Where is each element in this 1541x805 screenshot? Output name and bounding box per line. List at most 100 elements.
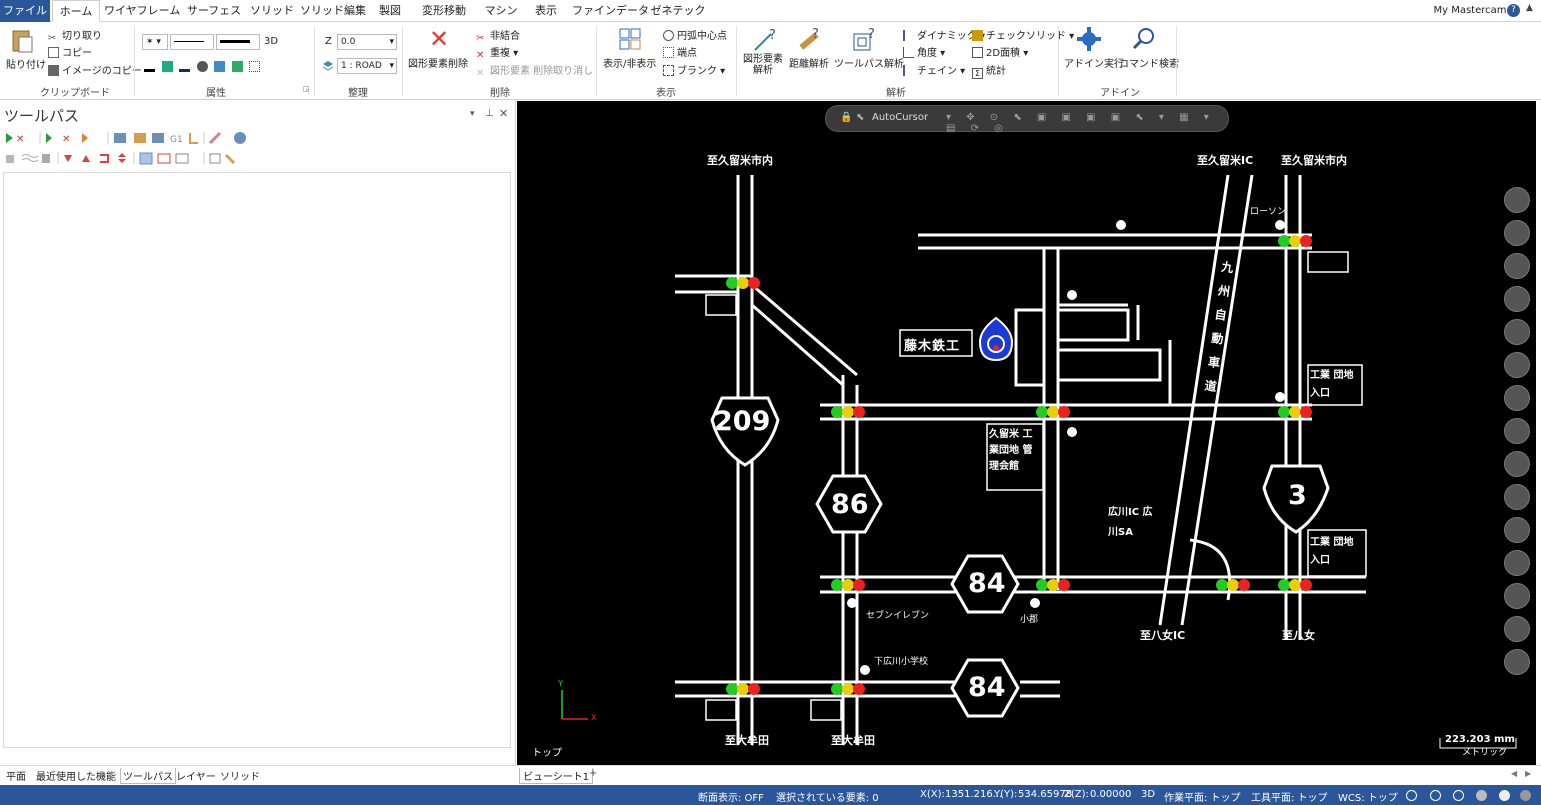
panel-menu-chevron-icon[interactable]: ▾ xyxy=(470,109,475,119)
mode-status[interactable]: 3D xyxy=(1141,789,1156,800)
solid-color-icon[interactable] xyxy=(196,61,208,72)
tab-solids[interactable]: ソリッド xyxy=(220,772,260,783)
no-entry-icon[interactable] xyxy=(1504,649,1530,675)
line-style-select[interactable] xyxy=(170,34,214,50)
user-account[interactable]: My Mastercam xyxy=(1433,5,1507,16)
graphics-viewport[interactable]: 209 86 84 84 3 至久留米市内 至久留米IC 至久留米市内 ローソン… xyxy=(517,101,1536,765)
undelete-button[interactable]: ✕図形要素 削除取り消し xyxy=(476,62,593,79)
delete-entities-button[interactable]: 図形要素削除 xyxy=(408,59,468,70)
show-hide-icon[interactable] xyxy=(619,28,641,50)
run-addin-icon[interactable] xyxy=(1076,26,1102,52)
delete-x-icon[interactable]: ✕ xyxy=(428,25,450,53)
point-color-icon[interactable] xyxy=(144,61,155,72)
work-plane-status[interactable]: 作業平面: トップ xyxy=(1164,793,1241,804)
command-search-icon[interactable] xyxy=(1131,26,1157,52)
add-viewsheet-icon[interactable]: + xyxy=(589,768,598,779)
translucency-sphere-icon[interactable] xyxy=(1520,790,1531,801)
globe-icon[interactable] xyxy=(1406,790,1417,801)
tab-toolpaths[interactable]: ツールパス xyxy=(120,768,176,784)
toolpath-tree[interactable] xyxy=(3,172,511,748)
settings-tool-icon[interactable] xyxy=(1504,616,1530,642)
z-depth-input[interactable]: 0.0▾ xyxy=(337,34,397,50)
endpoints-button[interactable]: 端点 xyxy=(663,44,697,59)
tool-plane-status[interactable]: 工具平面: トップ xyxy=(1251,793,1328,804)
stack-tool-icon[interactable] xyxy=(1504,583,1530,609)
tab-machine[interactable]: マシン xyxy=(484,4,518,17)
cut-button[interactable]: ✂切り取り xyxy=(48,27,102,44)
circle-tool-icon[interactable] xyxy=(1504,253,1530,279)
section-view-status[interactable]: 断面表示: OFF xyxy=(698,793,764,804)
hidden-sphere-icon[interactable] xyxy=(1453,790,1464,801)
tab-surface[interactable]: サーフェス xyxy=(186,4,242,17)
tab-view[interactable]: 表示 xyxy=(535,4,557,17)
distance-analysis-icon[interactable]: ? xyxy=(797,26,823,52)
zoom-in-icon[interactable] xyxy=(1504,187,1530,213)
toolpath-analysis-button[interactable]: ツールパス解析 xyxy=(834,59,904,70)
shaded-edges-sphere-icon[interactable] xyxy=(1499,790,1510,801)
tab-planes[interactable]: 平面 xyxy=(6,772,26,783)
viewsheet-1-tab[interactable]: ビューシート1 xyxy=(519,768,594,784)
tab-file[interactable]: ファイル xyxy=(0,0,50,22)
run-addin-button[interactable]: アドイン実行 xyxy=(1064,59,1124,70)
entity-analysis-button[interactable]: 図形要素解析 xyxy=(743,54,783,76)
tab-solid[interactable]: ソリッド xyxy=(250,4,294,17)
fit-icon[interactable] xyxy=(1504,220,1530,246)
plane-tool-icon[interactable] xyxy=(1504,550,1530,576)
grid-icon[interactable] xyxy=(249,61,260,72)
line-width-select[interactable] xyxy=(216,34,260,50)
lock-icon[interactable]: 🔒 xyxy=(840,112,853,123)
attributes-dialog-launcher-icon[interactable]: ◲ xyxy=(303,85,310,93)
bar-tool-icon[interactable] xyxy=(1504,517,1530,543)
copy-image-button[interactable]: イメージのコピー xyxy=(48,62,142,77)
fill-color-icon[interactable] xyxy=(161,61,173,72)
distance-analysis-button[interactable]: 距離解析 xyxy=(789,59,829,70)
scroll-left-icon[interactable]: ◀ xyxy=(1511,769,1518,778)
solid-tool-icon[interactable] xyxy=(1504,418,1530,444)
move-tool-icon[interactable] xyxy=(1504,385,1530,411)
unjoin-button[interactable]: ✂非結合 xyxy=(476,27,520,44)
tab-recent-functions[interactable]: 最近使用した機能 xyxy=(36,772,116,783)
panel-pin-icon[interactable]: ⊥ xyxy=(485,108,494,119)
cursor-icon[interactable]: ⬉ xyxy=(856,112,865,123)
rotate-tool-icon[interactable] xyxy=(1504,319,1530,345)
spline-tool-icon[interactable] xyxy=(1504,286,1530,312)
shaded-sphere-icon[interactable] xyxy=(1476,790,1487,801)
check-solid-button[interactable]: チェックソリッド ▾ xyxy=(972,27,1074,42)
selection-mode-icons[interactable]: ▾ ✥ ⊙ ⬉ ▣ ▣ ▣ ▣ ⬉ ▾ ▦ ▾ ▤ ⟳ ◎ xyxy=(946,112,1215,134)
level-select[interactable]: 1 : ROAD▾ xyxy=(337,58,397,74)
help-icon[interactable]: ? xyxy=(1507,4,1520,17)
tab-zenetec[interactable]: ゼネテック xyxy=(650,4,706,17)
panel-close-icon[interactable]: ✕ xyxy=(499,107,509,120)
tab-wireframe[interactable]: ワイヤフレーム xyxy=(104,4,181,17)
attribute-icon[interactable] xyxy=(231,61,243,72)
wireframe-sphere-icon[interactable] xyxy=(1430,790,1441,801)
color-tool-icon[interactable] xyxy=(1504,484,1530,510)
paste-button[interactable]: 貼り付け xyxy=(6,60,46,71)
scroll-right-icon[interactable]: ▶ xyxy=(1525,769,1532,778)
copy-button[interactable]: コピー xyxy=(48,44,92,59)
tab-drafting[interactable]: 製図 xyxy=(379,4,401,17)
tab-levels[interactable]: レイヤー xyxy=(176,772,216,783)
line-color-icon[interactable] xyxy=(179,61,190,72)
arc-center-button[interactable]: 円弧中心点 xyxy=(663,27,727,42)
entity-analysis-icon[interactable]: ? xyxy=(753,26,779,52)
show-hide-button[interactable]: 表示/非表示 xyxy=(603,59,657,70)
duplicate-button[interactable]: ✕重複 ▾ xyxy=(476,48,519,61)
level-icon[interactable] xyxy=(214,61,225,72)
wcs-status[interactable]: WCS: トップ xyxy=(1338,793,1398,804)
toolpath-analysis-icon[interactable]: ? xyxy=(852,26,878,52)
tab-solid-edit[interactable]: ソリッド編集 xyxy=(300,4,366,17)
paste-icon[interactable] xyxy=(10,28,34,54)
mode-3d-toggle[interactable]: 3D xyxy=(264,36,279,47)
tab-transform[interactable]: 変形移動 xyxy=(422,4,466,17)
dimension-tool-icon[interactable] xyxy=(1504,352,1530,378)
tab-finedata[interactable]: ファインデータ xyxy=(572,4,649,17)
autocursor-label[interactable]: AutoCursor xyxy=(872,112,929,123)
layer-tool-icon[interactable] xyxy=(1504,451,1530,477)
collapse-ribbon-icon[interactable]: ▲ xyxy=(1526,3,1533,13)
area-2d-button[interactable]: 2D面積 ▾ xyxy=(972,44,1028,59)
tab-home[interactable]: ホーム xyxy=(52,0,100,22)
angle-analysis-button[interactable]: 角度 ▾ xyxy=(903,44,945,59)
blank-button[interactable]: ブランク ▾ xyxy=(663,62,725,77)
